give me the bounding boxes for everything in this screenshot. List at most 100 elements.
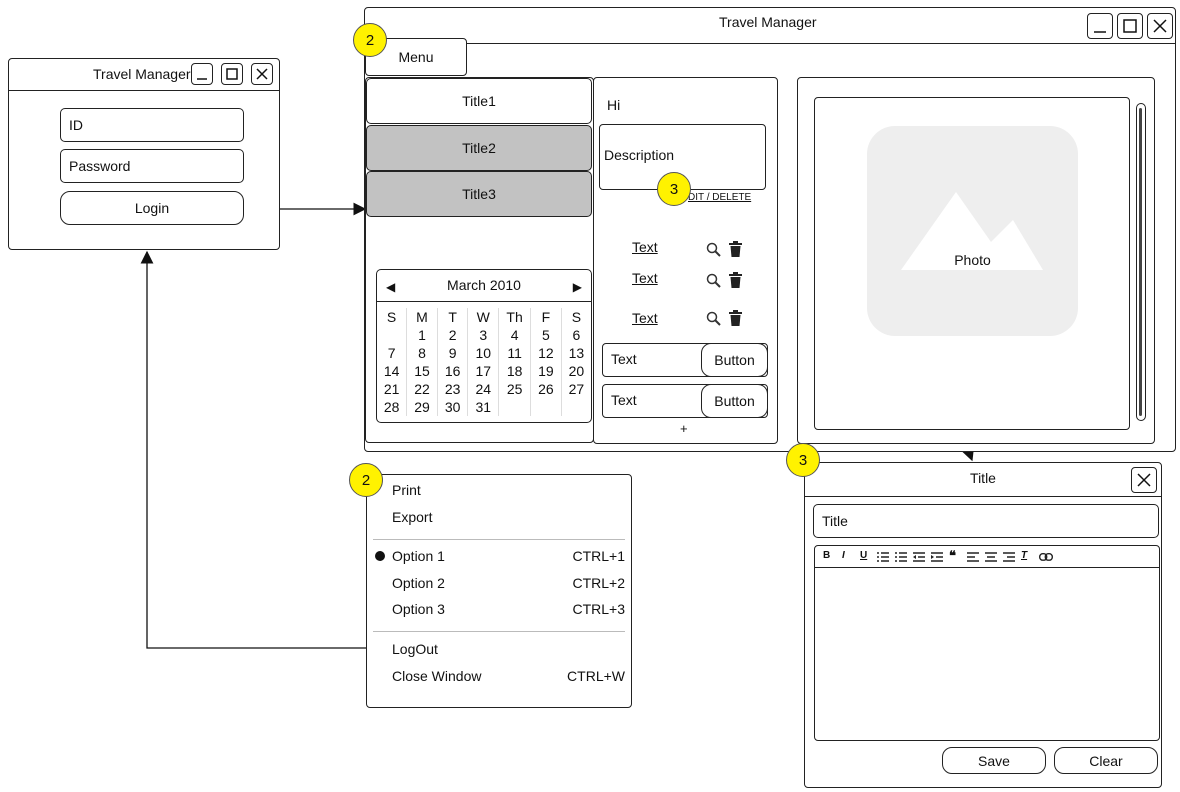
weekday: Th: [498, 308, 531, 326]
trash-icon[interactable]: [729, 310, 742, 331]
underline-icon[interactable]: U: [860, 550, 868, 561]
day-cell[interactable]: 11: [498, 344, 531, 362]
menu-item-logout[interactable]: LogOut: [392, 641, 438, 657]
day-cell[interactable]: 1: [406, 326, 438, 344]
align-center-icon[interactable]: [985, 552, 997, 562]
list-item-label: Title1: [462, 93, 496, 109]
close-icon[interactable]: [1147, 13, 1173, 39]
day-cell[interactable]: 28: [383, 399, 400, 415]
trash-icon[interactable]: [729, 241, 742, 262]
outdent-icon[interactable]: [913, 552, 925, 562]
day-cell[interactable]: 27: [560, 380, 591, 398]
day-cell[interactable]: 8: [406, 344, 438, 362]
day-cell[interactable]: 12: [530, 344, 562, 362]
menu-item-close-window[interactable]: Close Window: [392, 668, 482, 684]
day-cell[interactable]: [498, 398, 531, 416]
indent-icon[interactable]: [931, 552, 943, 562]
login-button[interactable]: Login: [60, 191, 244, 225]
row-button[interactable]: Button: [701, 343, 768, 377]
day-cell[interactable]: 17: [467, 362, 499, 380]
scrollbar-thumb[interactable]: [1139, 108, 1142, 416]
callout-badge: 2: [349, 463, 383, 497]
weekday-row: S M T W Th F S: [377, 308, 591, 326]
day-cell[interactable]: [377, 326, 407, 344]
day-cell[interactable]: 23: [436, 380, 468, 398]
list-item[interactable]: Title1: [366, 78, 592, 124]
id-field[interactable]: ID: [60, 108, 244, 142]
rich-text-editor[interactable]: B I U ❝ T: [814, 545, 1160, 741]
list-item[interactable]: Title3: [366, 171, 592, 217]
list-item[interactable]: Title2: [366, 125, 592, 171]
align-right-icon[interactable]: [1003, 552, 1015, 562]
day-cell[interactable]: [560, 398, 591, 416]
editor-toolbar: B I U ❝ T: [815, 546, 1159, 568]
day-cell[interactable]: 19: [530, 362, 562, 380]
save-button[interactable]: Save: [942, 747, 1046, 774]
day-cell[interactable]: 3: [467, 326, 499, 344]
row-button-label: Button: [714, 352, 755, 368]
day-cell[interactable]: 2: [436, 326, 468, 344]
photo-scrollbar[interactable]: [1136, 103, 1146, 421]
minimize-icon[interactable]: [191, 63, 213, 85]
day-cell[interactable]: 22: [406, 380, 438, 398]
day-cell[interactable]: 24: [467, 380, 499, 398]
text-link[interactable]: Text: [632, 310, 658, 326]
quote-icon[interactable]: ❝: [949, 548, 956, 563]
clear-button[interactable]: Clear: [1054, 747, 1158, 774]
day-cell[interactable]: 31: [467, 398, 499, 416]
ordered-list-icon[interactable]: [877, 552, 889, 562]
day-cell[interactable]: 25: [498, 380, 531, 398]
text-link[interactable]: Text: [632, 270, 658, 286]
day-cell[interactable]: 20: [560, 362, 591, 380]
edit-delete-link[interactable]: DIT / DELETE: [688, 192, 752, 203]
maximize-icon[interactable]: [1117, 13, 1143, 39]
editor-title-field[interactable]: Title: [813, 504, 1159, 538]
day-cell[interactable]: 16: [436, 362, 468, 380]
day-cell[interactable]: 7: [387, 345, 396, 361]
text-link[interactable]: Text: [632, 239, 658, 255]
row-button[interactable]: Button: [701, 384, 768, 418]
search-icon[interactable]: [706, 242, 721, 262]
day-cell[interactable]: [530, 398, 562, 416]
minimize-icon[interactable]: [1087, 13, 1113, 39]
password-field[interactable]: Password: [60, 149, 244, 183]
day-cell[interactable]: 6: [560, 326, 591, 344]
day-cell[interactable]: 13: [560, 344, 591, 362]
bold-icon[interactable]: B: [823, 550, 831, 561]
menu-item-print[interactable]: Print: [392, 482, 421, 498]
italic-icon[interactable]: I: [842, 550, 845, 561]
menu-item-option-1[interactable]: Option 1: [392, 548, 445, 564]
trash-icon[interactable]: [729, 272, 742, 293]
day-cell[interactable]: 21: [383, 381, 400, 397]
text-row: Text Button: [602, 343, 768, 377]
align-left-icon[interactable]: [967, 552, 979, 562]
unordered-list-icon[interactable]: [895, 552, 907, 562]
week-row: 28 29 30 31: [377, 398, 591, 416]
day-cell[interactable]: 9: [436, 344, 468, 362]
close-icon[interactable]: [1131, 467, 1157, 493]
calendar[interactable]: ◀ March 2010 ▶ S M T W Th F S 1 2 3: [376, 269, 592, 423]
day-cell[interactable]: 15: [406, 362, 438, 380]
day-cell[interactable]: 26: [530, 380, 562, 398]
menu-item-option-2[interactable]: Option 2: [392, 575, 445, 591]
weekday: S: [560, 308, 591, 326]
day-cell[interactable]: 30: [436, 398, 468, 416]
day-cell[interactable]: 5: [530, 326, 562, 344]
link-icon[interactable]: [1039, 553, 1053, 561]
search-icon[interactable]: [706, 273, 721, 293]
maximize-icon[interactable]: [221, 63, 243, 85]
prev-month-icon[interactable]: ◀: [386, 280, 396, 294]
menu-item-option-3[interactable]: Option 3: [392, 601, 445, 617]
menu-item-export[interactable]: Export: [392, 509, 433, 525]
day-cell[interactable]: 4: [498, 326, 531, 344]
day-cell[interactable]: 18: [498, 362, 531, 380]
close-icon[interactable]: [251, 63, 273, 85]
search-icon[interactable]: [706, 311, 721, 331]
day-cell[interactable]: 14: [383, 363, 400, 379]
main-window-title: Travel Manager: [719, 14, 817, 30]
add-row-button[interactable]: +: [680, 421, 688, 436]
clear-format-icon[interactable]: T: [1021, 550, 1028, 561]
day-cell[interactable]: 29: [406, 398, 438, 416]
next-month-icon[interactable]: ▶: [572, 280, 582, 294]
day-cell[interactable]: 10: [467, 344, 499, 362]
